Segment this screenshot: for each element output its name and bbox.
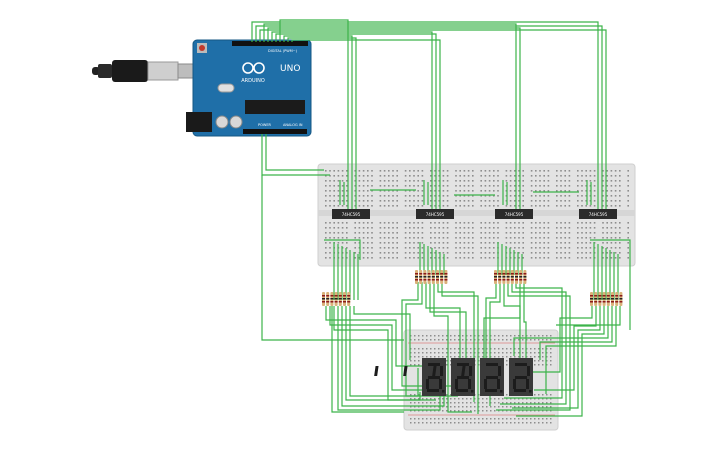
seven-segment-digit[interactable] [374,358,446,396]
arduino-uno-board[interactable]: ARDUINO UNO DIGITAL (PWM~) POWER ANALOG … [186,39,312,137]
chip-label: 74HC595 [342,212,361,217]
wire [271,31,433,210]
wire [513,306,609,356]
wire [275,33,437,210]
chip-label: 74HC595 [426,212,445,217]
shift-register-4[interactable]: 74HC595 [579,209,617,219]
wire [534,306,597,391]
wire [530,306,593,373]
wire [441,282,479,414]
usb-cable [92,60,197,82]
wire [251,21,599,210]
brand-label: ARDUINO [241,78,265,84]
wire [263,23,517,210]
wire [331,306,404,413]
wire [433,282,472,413]
wire [401,282,452,387]
seven-segment-digit[interactable] [461,358,533,396]
wire [512,306,601,409]
digital-header [232,41,308,46]
wire [483,282,521,396]
digital-label: DIGITAL (PWM~) [268,49,298,53]
power-jack [186,112,212,132]
wire [279,19,349,210]
chip-label: 74HC595 [505,212,524,217]
wire [500,282,567,405]
wire [489,282,501,406]
chip-label: 74HC595 [589,212,608,217]
model-label: UNO [280,64,300,74]
wire [496,282,571,411]
shift-register-3[interactable]: 74HC595 [495,209,533,219]
resistor-banks [322,270,623,306]
seven-segment-digit[interactable] [403,358,475,396]
analog-label: ANALOG IN [283,123,303,127]
wire [261,175,404,341]
wire [349,306,419,397]
wire [283,35,353,210]
wire [539,306,613,360]
wire [556,306,621,326]
wire [485,282,497,360]
wire [429,282,467,364]
wire [353,306,411,360]
reset-button[interactable] [199,45,205,51]
wire [504,282,563,399]
shift-register-1[interactable]: 74HC595 [332,209,370,219]
shift-register-2[interactable]: 74HC595 [416,209,454,219]
wire [287,37,357,210]
wire [265,134,324,171]
wire [425,282,461,362]
analog-header [243,129,307,134]
wires [251,19,631,417]
wire [503,282,521,360]
wire [590,239,631,330]
atmega-chip [245,100,305,114]
seven-segment-displays [374,358,533,396]
wire [545,306,617,394]
wire [255,25,603,210]
wire [324,239,361,260]
wire [291,39,441,210]
wire [267,27,521,210]
wire [437,282,475,402]
wire [341,306,445,407]
power-label: POWER [258,123,272,127]
wire [329,306,432,391]
wire [259,29,607,210]
wire [337,306,441,411]
seven-segment-digit[interactable] [432,358,504,396]
